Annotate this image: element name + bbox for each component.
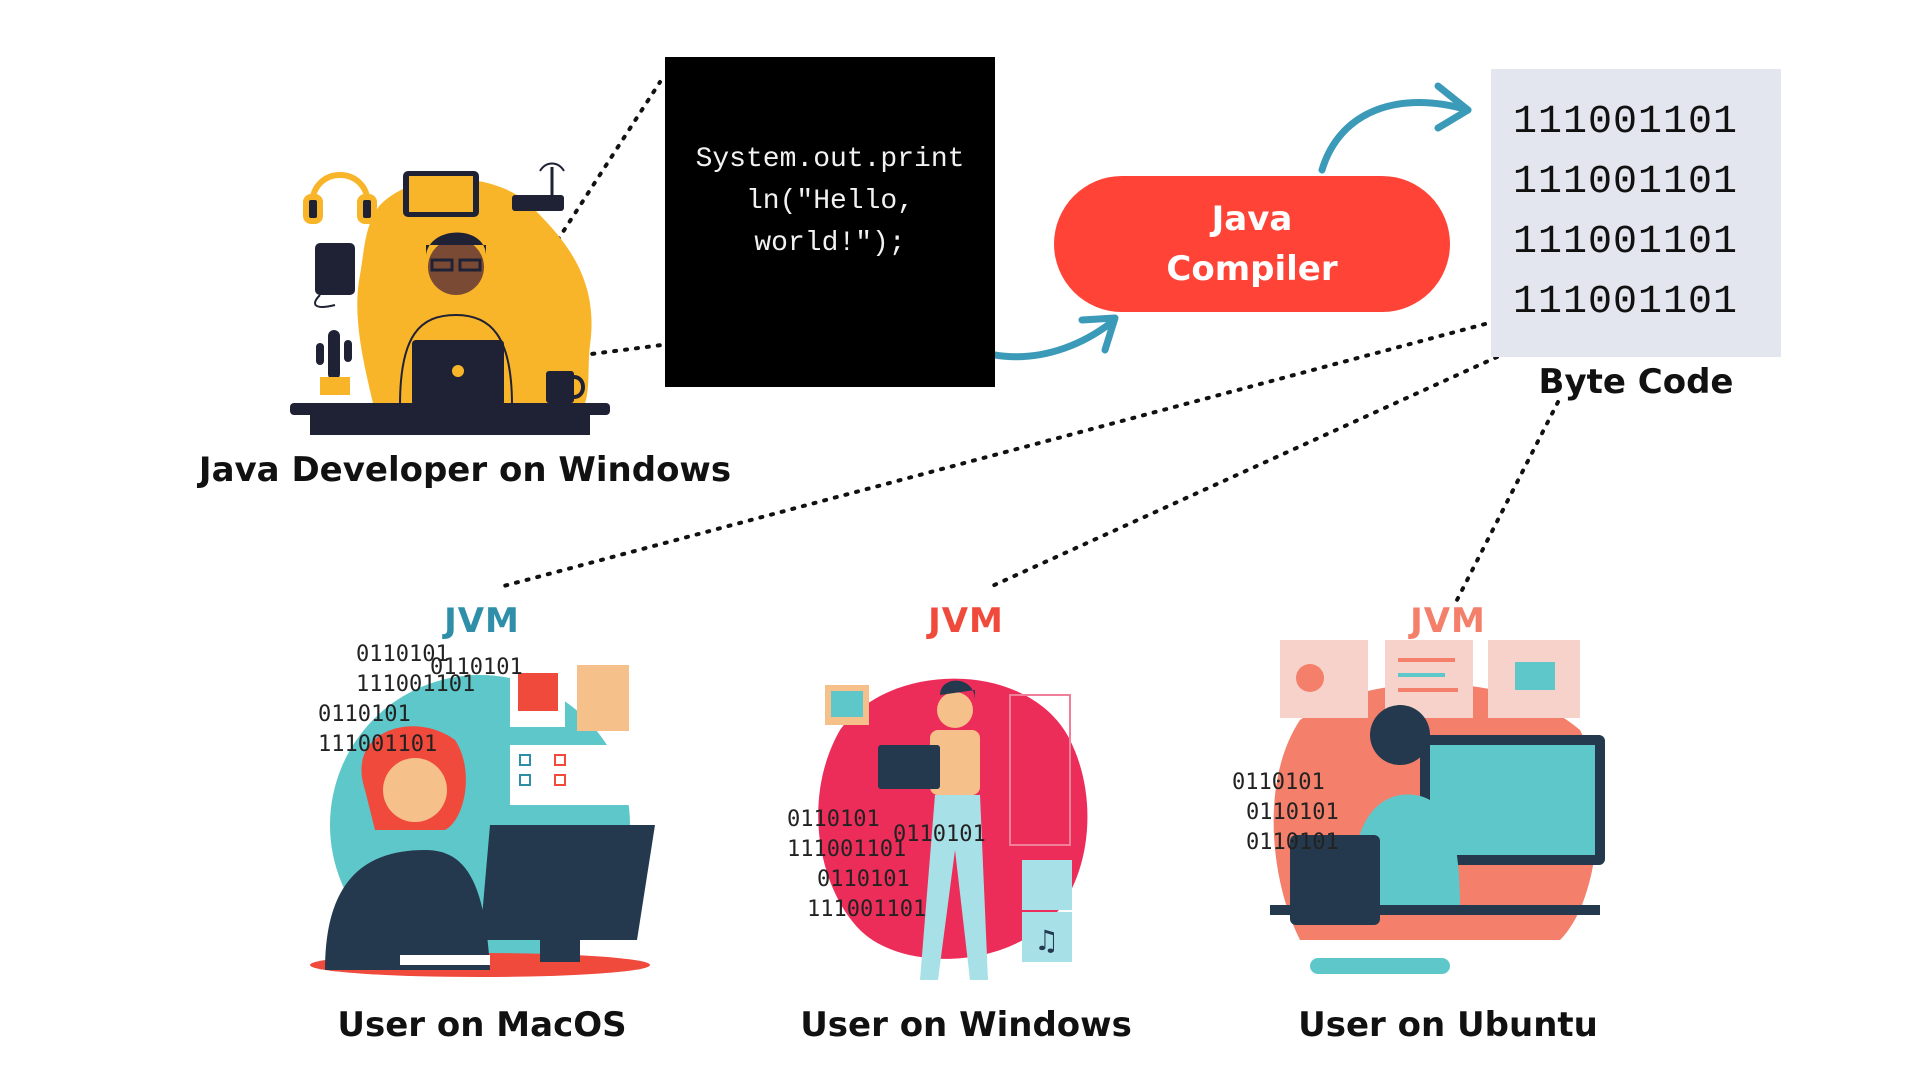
desk-base	[310, 415, 590, 435]
ubuntu-user-illustration	[1270, 640, 1605, 974]
arrow-compiler-to-bytecode-head	[1434, 82, 1472, 132]
bytecode-row: 111001101	[1513, 280, 1739, 325]
developer-label: Java Developer on Windows	[198, 450, 732, 490]
arrow-compiler-to-bytecode	[1318, 99, 1472, 174]
checklist-card-icon	[510, 745, 640, 805]
binary-row: 111001101	[787, 837, 907, 862]
binary-row: 0110101	[318, 702, 411, 727]
java-compiler-pill: Java Compiler	[1054, 176, 1450, 312]
monitor-icon	[480, 825, 655, 962]
desk	[290, 403, 610, 415]
windows-user-label: User on Windows	[800, 1005, 1132, 1045]
laptop-icon	[412, 340, 504, 406]
woman-at-desk	[1290, 705, 1460, 925]
macos-binary-extra: 0110101	[430, 655, 523, 680]
bytecode-row: 111001101	[1513, 220, 1739, 265]
tablet-icon	[403, 171, 479, 217]
dotted-line-bytecode-to-macos	[498, 322, 1487, 589]
jvm-label-macos: JVM	[444, 601, 520, 641]
macos-user-label: User on MacOS	[337, 1005, 627, 1045]
binary-row: 111001101	[356, 672, 476, 697]
ubuntu-binary: 0110101 0110101 0110101	[1232, 768, 1339, 858]
windows-binary: 0110101 111001101 0110101 111001101	[787, 805, 926, 925]
dotted-line-bytecode-to-ubuntu	[1455, 400, 1560, 602]
dotted-line-bytecode-to-windows	[988, 355, 1499, 589]
mug-icon	[546, 371, 585, 403]
woman-with-laptop	[878, 680, 988, 980]
binary-row: 0110101	[817, 867, 910, 892]
binary-row: 111001101	[318, 732, 438, 757]
source-code-text: System.out.print ln("Hello, world!");	[695, 144, 965, 259]
bytecode-row: 111001101	[1513, 160, 1739, 205]
arrow-code-to-compiler-head	[1078, 314, 1119, 354]
binary-row: 0110101	[356, 642, 449, 667]
ubuntu-chair-base	[1310, 958, 1450, 974]
picture-frame-icon	[825, 685, 869, 725]
router-icon	[512, 162, 565, 211]
music-card-icon: ♫	[1022, 860, 1072, 962]
windows-user-illustration: ♫	[818, 678, 1088, 980]
bytecode-box: 111001101 111001101 111001101 111001101	[1491, 69, 1781, 357]
document-card-icon	[1009, 694, 1071, 846]
paper	[400, 955, 490, 965]
compiler-label: Java Compiler	[1166, 199, 1338, 289]
binary-row: 0110101	[787, 807, 880, 832]
binary-row: 0110101	[1232, 770, 1325, 795]
ubuntu-monitor-icon	[1420, 735, 1605, 865]
developer-illustration	[290, 162, 610, 435]
woman-on-phone	[325, 726, 490, 970]
headphones-icon	[303, 172, 377, 224]
binary-row: 0110101	[1246, 830, 1339, 855]
jvm-label-windows: JVM	[928, 601, 1004, 641]
video-card-icon	[1488, 640, 1580, 718]
ubuntu-desk	[1270, 905, 1600, 915]
ubuntu-user-label: User on Ubuntu	[1298, 1005, 1598, 1045]
note-card-icon	[510, 665, 629, 731]
binary-row: 111001101	[807, 897, 927, 922]
jvm-label-ubuntu: JVM	[1410, 601, 1486, 641]
settings-card-icon	[1280, 640, 1368, 718]
source-code-box: System.out.print ln("Hello, world!");	[665, 57, 995, 387]
bytecode-label: Byte Code	[1538, 362, 1734, 402]
svg-text:♫: ♫	[1034, 924, 1059, 957]
macos-user-illustration	[310, 665, 655, 977]
binary-row: 0110101	[1246, 800, 1339, 825]
code-card-icon	[1385, 640, 1473, 718]
bytecode-row: 111001101	[1513, 100, 1739, 145]
hard-drive-icon	[314, 243, 355, 308]
windows-binary-extra: 0110101	[893, 822, 986, 847]
macos-binary: 0110101 111001101 0110101 111001101	[318, 640, 475, 760]
cactus-icon	[316, 330, 352, 395]
